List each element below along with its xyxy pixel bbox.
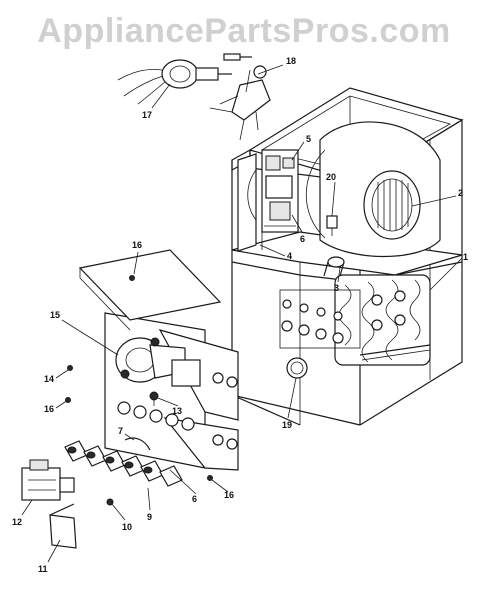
callout-16-left: 16 (44, 404, 54, 414)
control-board (237, 149, 299, 252)
callout-4: 4 (287, 251, 292, 261)
callout-2: 2 (458, 188, 463, 198)
callout-12: 12 (12, 517, 22, 527)
callout-15: 15 (50, 310, 60, 320)
callout-16-right: 16 (224, 490, 234, 500)
leader-lines (21, 64, 463, 563)
blower-assembly (306, 121, 441, 258)
callout-11: 11 (38, 564, 48, 574)
callout-7: 7 (118, 426, 123, 436)
burner-panel (104, 312, 239, 471)
top-cover-panel (78, 249, 222, 331)
motor-bracket (209, 53, 271, 141)
callout-6-control: 6 (300, 234, 305, 244)
orifice (106, 498, 114, 506)
watermark: AppliancePartsPros.com (37, 12, 451, 50)
callout-16-top: 16 (132, 240, 142, 250)
flame-sensor (323, 256, 345, 277)
callout-9: 9 (147, 512, 152, 522)
callout-6-burner: 6 (192, 494, 197, 504)
round-cover-plate (286, 357, 308, 379)
inducer-motor (117, 59, 232, 105)
callout-labels: 1 2 3 4 5 6 6 7 9 10 11 12 13 14 15 16 1… (12, 56, 468, 574)
gas-valve (21, 459, 75, 501)
callout-10: 10 (122, 522, 132, 532)
pressure-switch (149, 391, 159, 406)
callout-14: 14 (44, 374, 54, 384)
callout-20: 20 (326, 172, 336, 182)
callout-19: 19 (282, 420, 292, 430)
callout-5: 5 (306, 134, 311, 144)
gas-pipe (49, 503, 77, 549)
callout-13: 13 (172, 406, 182, 416)
heat-exchanger (279, 274, 431, 366)
callout-3: 3 (334, 283, 339, 293)
callout-17: 17 (142, 110, 152, 120)
callout-18: 18 (286, 56, 296, 66)
burner-row (64, 437, 183, 487)
callout-1: 1 (463, 252, 468, 262)
